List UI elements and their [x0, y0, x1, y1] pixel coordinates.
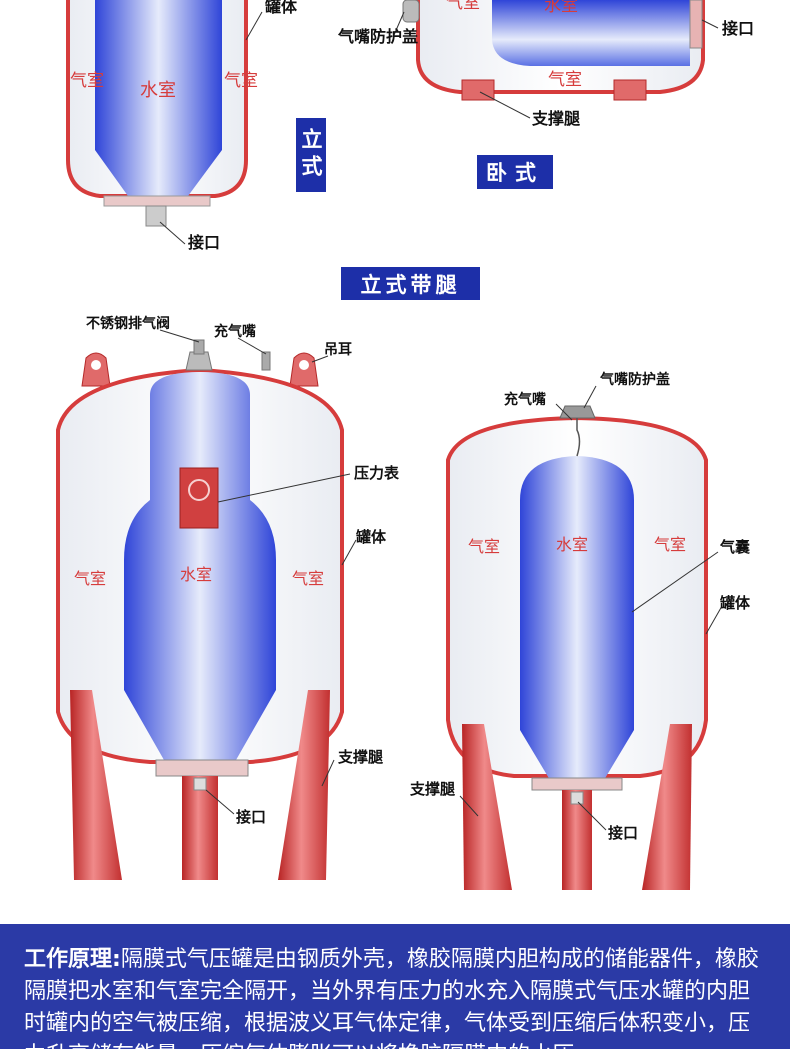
working-principle-text: 隔膜式气压罐是由钢质外壳，橡胶隔膜内胆构成的储能器件，橡胶隔膜把水室和气室完全隔…: [24, 947, 759, 1049]
charge-nozzle-shape: [262, 352, 270, 370]
port-pipe: [146, 206, 166, 226]
port-pipe: [562, 790, 592, 890]
water-chamber-label: 水室: [140, 80, 176, 101]
water-chamber: [492, 0, 690, 66]
bottom-flange: [104, 196, 210, 206]
leader-line: [342, 540, 356, 565]
port-label: 接口: [608, 824, 638, 842]
support-leg: [614, 80, 646, 100]
water-chamber-label: 水室: [544, 0, 578, 16]
tank-body-label: 罐体: [719, 594, 751, 612]
leader-line: [238, 338, 266, 354]
air-chamber-label: 气室: [446, 0, 480, 13]
lifting-lug-label: 吊耳: [324, 342, 352, 358]
vertical-with-legs-badge: 立式带腿: [341, 267, 480, 300]
leader-line: [160, 222, 185, 244]
top-right-tank: [394, 0, 718, 118]
water-chamber-label: 水室: [556, 535, 588, 554]
working-principle-title: 工作原理:: [24, 947, 121, 972]
port-label: 接口: [188, 233, 220, 252]
air-chamber-label: 气室: [548, 70, 582, 90]
vent-valve-label: 不锈钢排气阀: [86, 315, 170, 332]
working-principle-panel: 工作原理:隔膜式气压罐是由钢质外壳，橡胶隔膜内胆构成的储能器件，橡胶隔膜把水室和…: [0, 924, 790, 1049]
air-chamber-label: 气室: [224, 71, 258, 91]
big-tank: [58, 330, 356, 880]
top-left-tank: [68, 0, 262, 244]
leader-line: [246, 12, 262, 40]
water-chamber: [520, 456, 634, 780]
bladder-label: 气囊: [719, 538, 751, 556]
leader-line: [480, 92, 530, 118]
nozzle-cover-label: 气嘴防护盖: [599, 371, 670, 388]
port-label: 接口: [236, 808, 266, 826]
air-chamber-label: 气室: [292, 569, 324, 588]
vent-valve: [186, 352, 212, 370]
bottom-flange: [532, 778, 622, 790]
nozzle-cover-shape: [403, 0, 419, 22]
charge-nozzle-label: 充气嘴: [504, 391, 546, 408]
tank-body-label: 罐体: [355, 528, 387, 546]
support-leg-label: 支撑腿: [337, 748, 383, 766]
port-pipe: [182, 776, 218, 880]
tank-body-label: 罐体: [264, 0, 298, 16]
vertical-type-badge: 立式: [296, 118, 326, 192]
nozzle-cover-label: 气嘴防护盖: [337, 27, 418, 46]
pressure-gauge-shape: [180, 468, 218, 528]
small-tank: [448, 386, 722, 890]
support-leg-label: 支撑腿: [531, 109, 580, 128]
horizontal-type-badge: 卧式: [477, 155, 553, 189]
leader-line: [584, 386, 596, 408]
port-label: 接口: [722, 19, 754, 38]
right-port-shape: [690, 0, 702, 48]
air-chamber-label: 气室: [468, 537, 500, 556]
nozzle-cover-shape: [560, 406, 595, 418]
charge-nozzle-label: 充气嘴: [214, 323, 256, 340]
air-chamber-label: 气室: [74, 569, 106, 588]
support-leg-label: 支撑腿: [409, 780, 455, 798]
air-chamber-label: 气室: [70, 71, 104, 91]
pressure-gauge-label: 压力表: [354, 464, 400, 482]
water-chamber-label: 水室: [180, 565, 212, 584]
bottom-flange: [156, 760, 248, 776]
air-chamber-label: 气室: [654, 535, 686, 554]
